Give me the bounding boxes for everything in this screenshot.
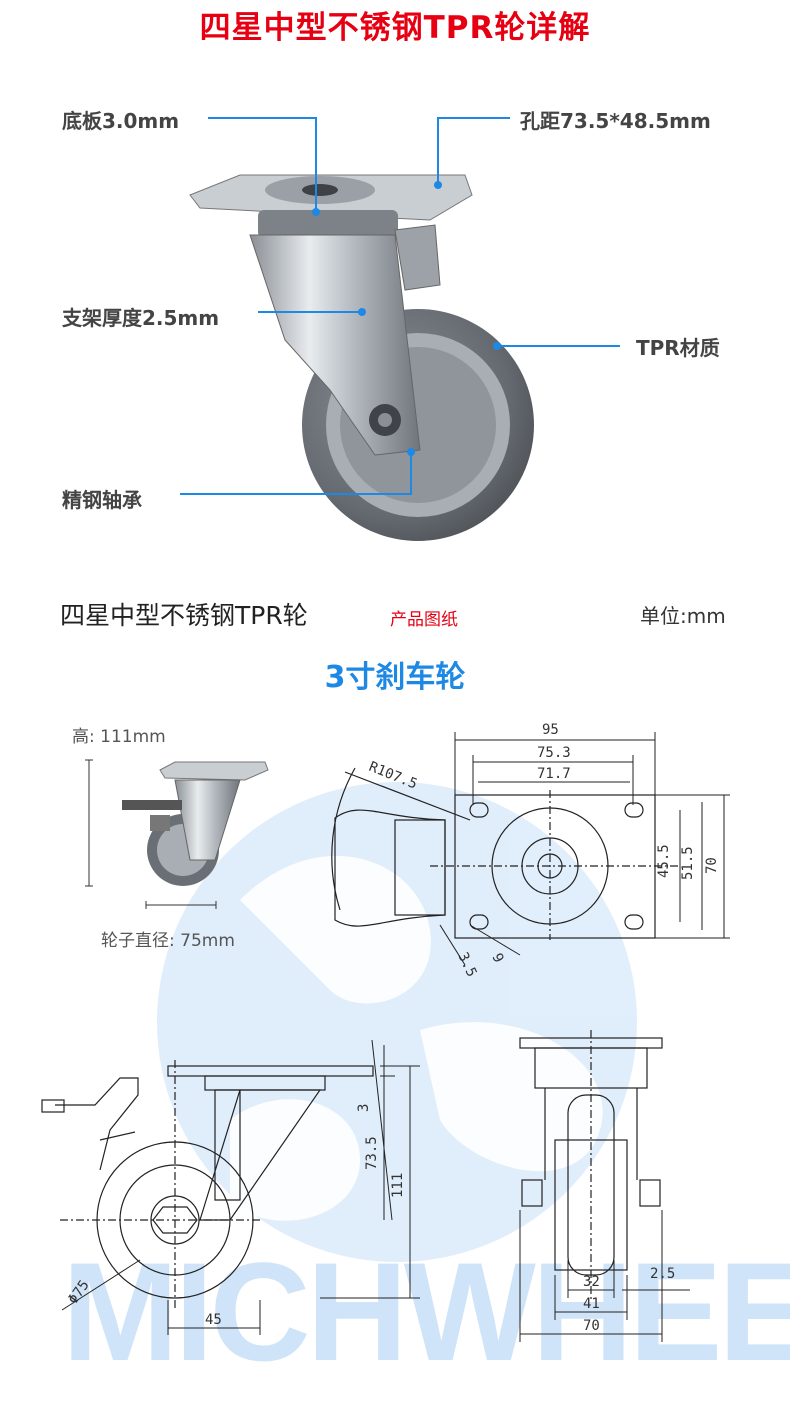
dim-41: 41: [583, 1296, 600, 1312]
drawing-unit: 单位:mm: [640, 604, 726, 628]
small-caster-photo: [85, 759, 269, 909]
dim-45: 45: [205, 1312, 222, 1328]
caster-photo: [180, 117, 620, 541]
brand-watermark: MICHWHEEL: [62, 1233, 790, 1390]
dim-73-5: 73.5: [364, 1136, 380, 1170]
dim-45-5: 45.5: [656, 844, 672, 878]
drawing-title: 四星中型不锈钢TPR轮: [60, 601, 308, 630]
front-view: [519, 1030, 663, 1300]
page-title: 四星中型不锈钢TPR轮详解: [199, 10, 591, 46]
model-name: 3寸刹车轮: [324, 660, 466, 695]
spec-wheel-diameter: 轮子直径: 75mm: [101, 931, 235, 951]
dim-3: 3: [356, 1104, 372, 1112]
side-view: [41, 1060, 374, 1310]
spec-height: 高: 111mm: [72, 727, 166, 747]
dim-111: 111: [390, 1173, 406, 1198]
drawing-tag: 产品图纸: [390, 610, 458, 630]
technical-drawing: MICHWHEEL 95 75.3 71.7 R107.5 45.5: [41, 722, 790, 1390]
top-plate: [189, 174, 473, 238]
dim-32: 32: [583, 1274, 600, 1290]
callout-base-plate: 底板3.0mm: [62, 109, 180, 133]
brand-logo-background: [157, 782, 637, 1262]
dim-70-front: 70: [583, 1318, 600, 1334]
dim-95: 95: [542, 722, 559, 738]
dim-71-7: 71.7: [537, 766, 571, 782]
dim-75-3: 75.3: [537, 745, 571, 761]
callout-hole-spacing: 孔距73.5*48.5mm: [520, 109, 711, 133]
bracket: [249, 224, 441, 456]
dim-51-5: 51.5: [680, 846, 696, 880]
top-view: [331, 767, 680, 940]
callout-bracket-thickness: 支架厚度2.5mm: [62, 306, 220, 330]
callout-material: TPR材质: [636, 336, 720, 360]
dim-70: 70: [704, 857, 720, 874]
callout-bearing: 精钢轴承: [62, 488, 142, 512]
dim-2-5: 2.5: [650, 1266, 675, 1282]
